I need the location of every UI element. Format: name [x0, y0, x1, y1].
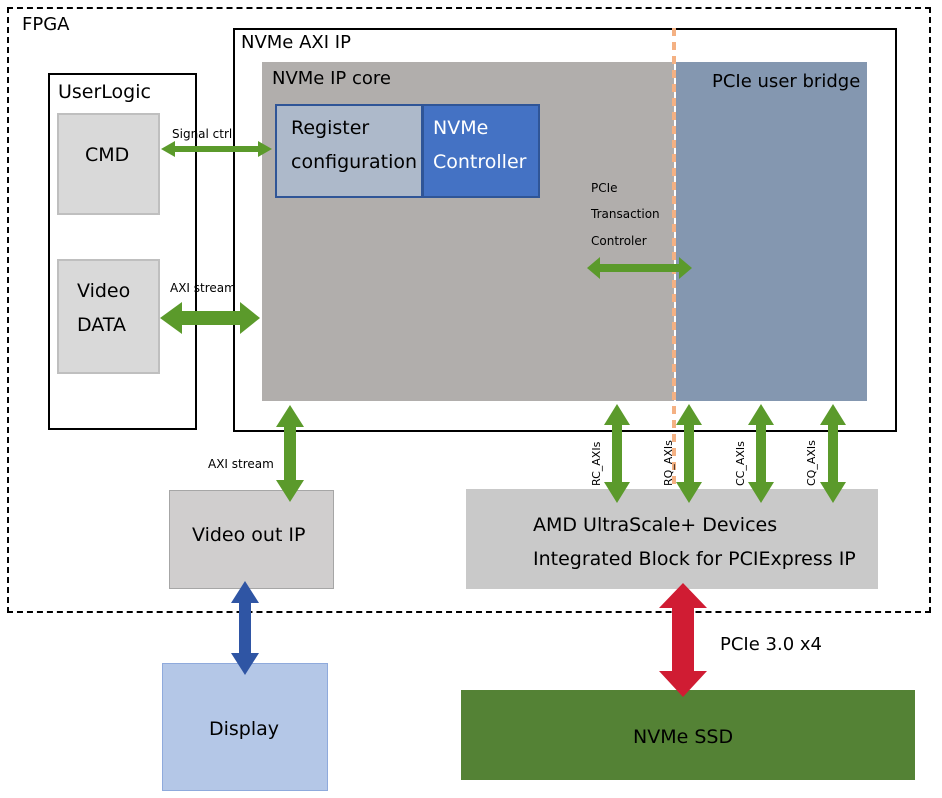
register-configuration-line1: Register	[291, 117, 370, 139]
nvme-controller-line1: NVMe	[433, 117, 489, 139]
pcie-transaction-line2: Transaction	[591, 207, 660, 221]
axi-stream-video-label: AXI stream	[208, 457, 274, 471]
display-label: Display	[209, 718, 280, 740]
register-configuration-line2: configuration	[291, 151, 418, 173]
pcie-transaction-line3: Controler	[591, 234, 647, 248]
cc-axis-arrow	[748, 404, 774, 503]
pcie-user-bridge-label: PCIe user bridge	[712, 71, 861, 92]
cq-axis-label: CQ_AXIs	[805, 440, 818, 486]
axi-stream-user-label: AXI stream	[170, 281, 236, 295]
rc-axis-arrow	[604, 404, 630, 503]
pcie-transaction-line1: PCIe	[591, 181, 618, 195]
rq-axis-label: RQ_AXIs	[662, 440, 675, 486]
amd-block-line2: Integrated Block for PCIExpress IP	[533, 548, 856, 570]
nvme-ssd-label: NVMe SSD	[633, 726, 734, 748]
nvme-controller-line2: Controller	[433, 151, 527, 173]
pcie-link-label: PCIe 3.0 x4	[720, 634, 822, 655]
nvme-axi-ip-label: NVMe AXI IP	[241, 32, 351, 53]
video-data-line1: Video	[77, 280, 131, 302]
core-to-video-out-arrow	[276, 405, 304, 502]
amd-integrated-block-box	[466, 489, 878, 589]
signal-ctrl-label: Signal ctrl	[172, 127, 233, 141]
video-out-ip-label: Video out IP	[192, 524, 306, 546]
pcie-user-bridge-box	[676, 62, 867, 401]
axi-stream-user-arrow	[160, 302, 260, 334]
amd-block-line1: AMD UltraScale+ Devices	[533, 514, 778, 536]
nvme-ssd-box	[461, 690, 915, 780]
cmd-label: CMD	[85, 144, 130, 166]
signal-ctrl-arrow	[161, 141, 272, 157]
fpga-label: FPGA	[22, 14, 70, 35]
video-out-ip-box	[169, 490, 334, 589]
pcie-transaction-arrow	[587, 257, 692, 279]
nvme-ip-core-label: NVMe IP core	[272, 68, 391, 89]
cq-axis-arrow	[820, 404, 846, 503]
nvme-controller-box	[422, 104, 540, 198]
display-box	[162, 663, 328, 791]
video-out-to-display-arrow	[231, 581, 259, 675]
user-logic-label: UserLogic	[58, 81, 151, 103]
rc-axis-label: RC_AXIs	[590, 441, 603, 486]
rq-axis-arrow	[676, 404, 702, 503]
fpga-region	[7, 7, 931, 613]
pcie-link-arrow	[659, 583, 707, 697]
cc-axis-label: CC_AXIs	[734, 441, 747, 486]
video-data-box	[57, 259, 160, 374]
cmd-box	[57, 113, 160, 215]
video-data-line2: DATA	[77, 314, 126, 336]
